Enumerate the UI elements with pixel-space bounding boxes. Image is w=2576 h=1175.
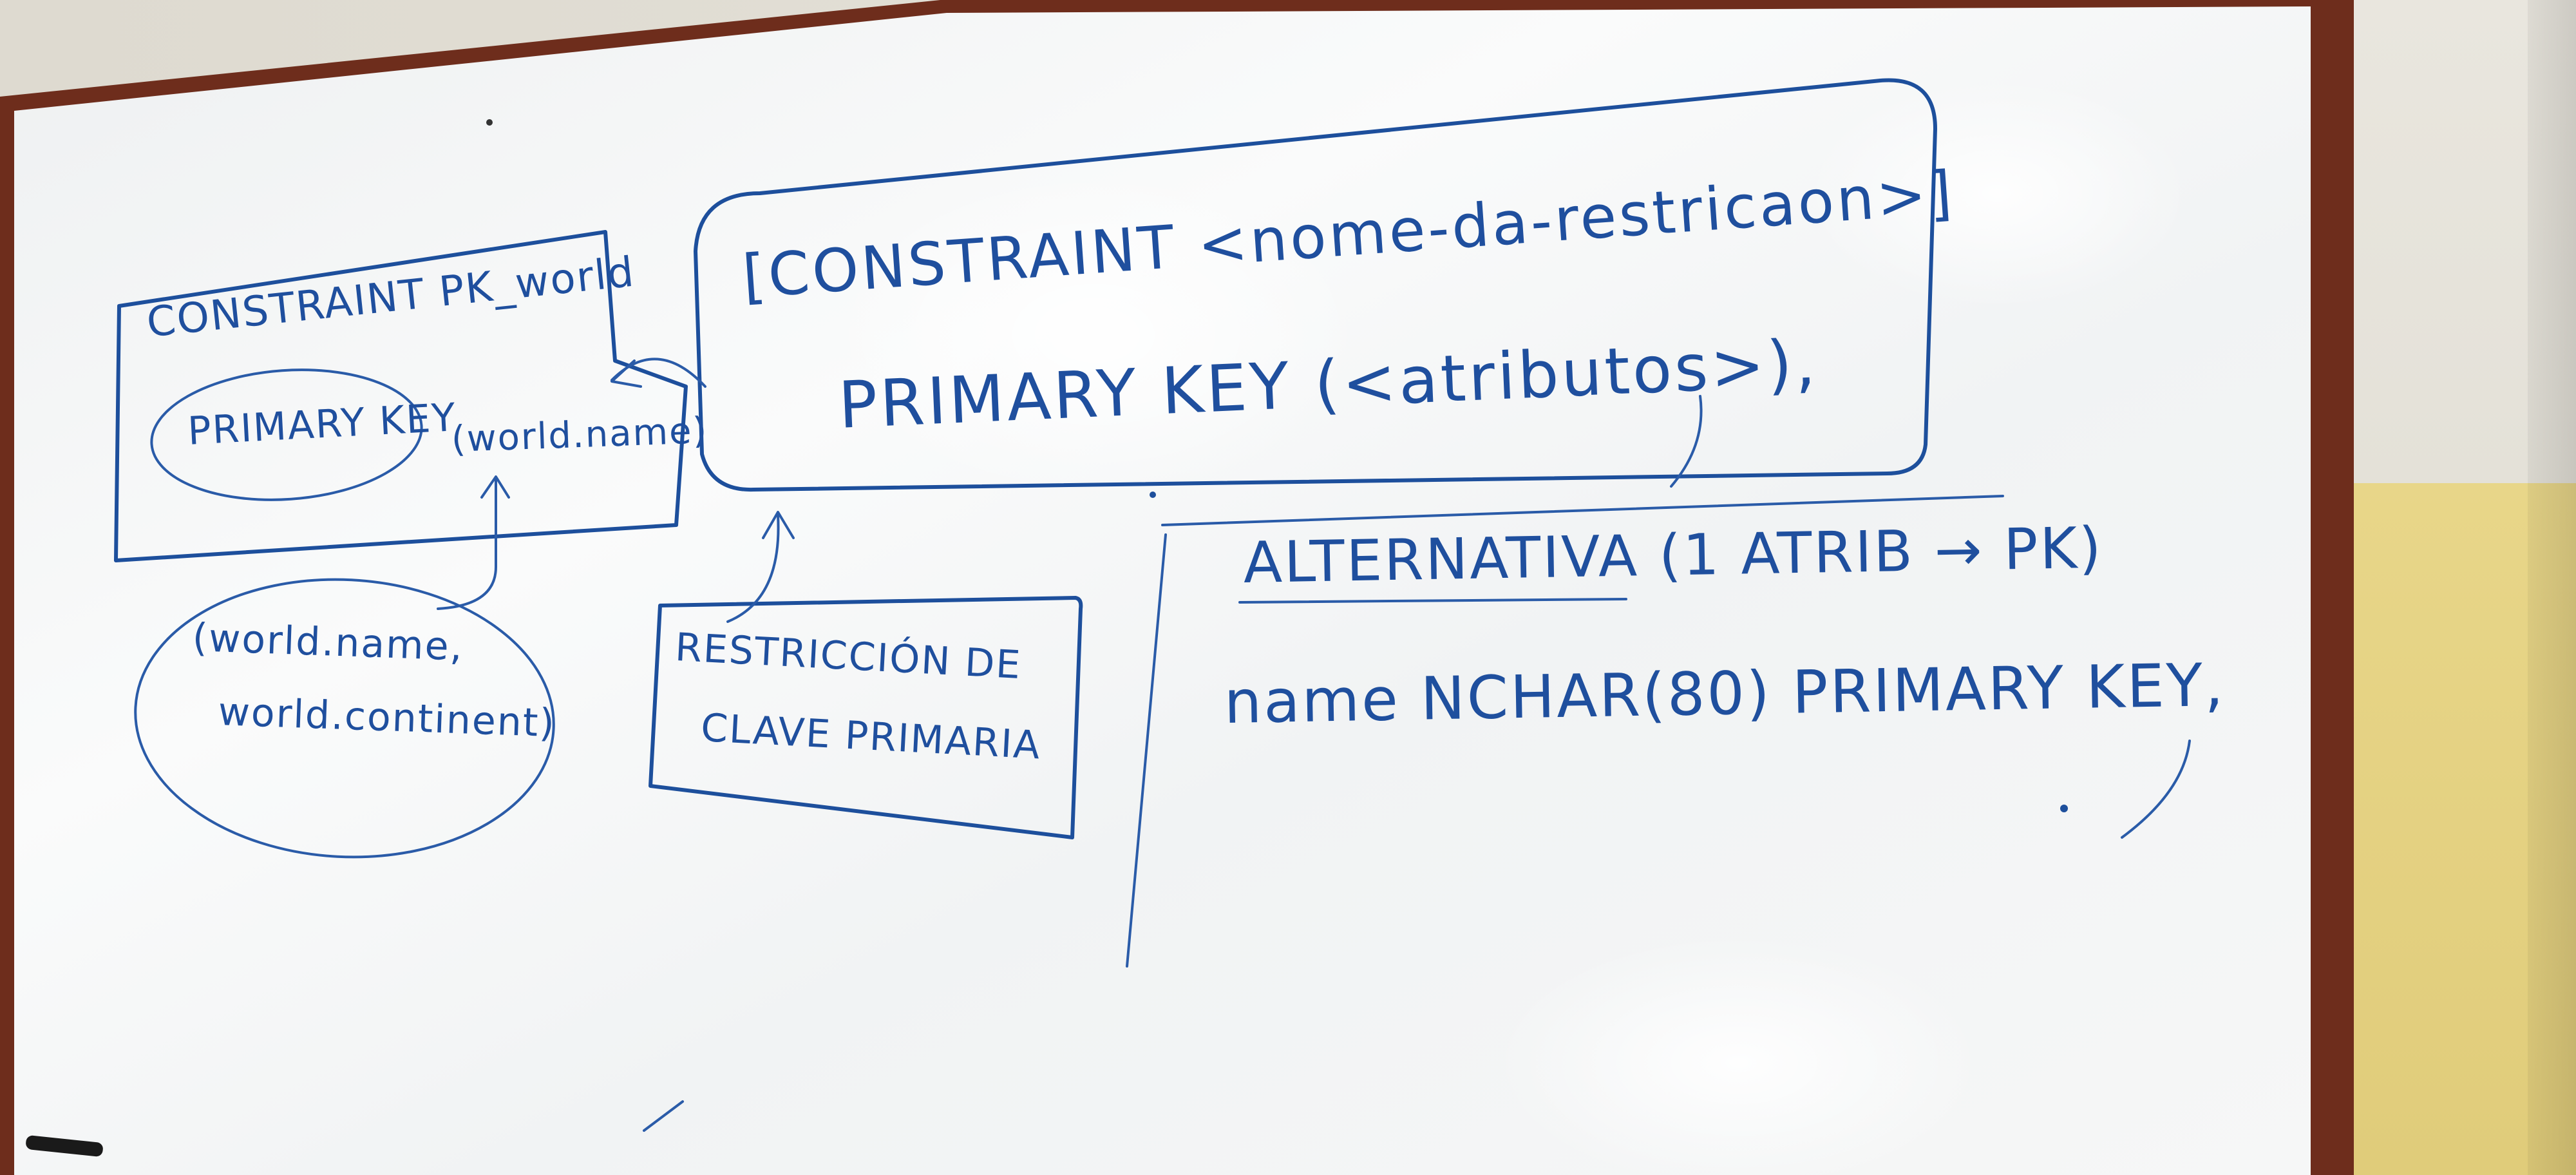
dot-mark [2060,805,2068,812]
arrow-to-world-name [437,479,497,610]
oval-line2-text: world.continent) [217,689,556,747]
dot-mark [486,119,493,126]
comma-stroke [2121,740,2191,839]
wall-upper [2344,0,2576,483]
alternativa-heading-text: ALTERNATIVA (1 ATRIB → PK) [1242,514,2104,596]
wall-edge [2528,0,2576,1175]
right-box-outline [694,78,1937,492]
middle-box-outline [649,596,1083,839]
glare-spot [1494,934,1984,1175]
continent-oval [134,578,555,859]
divider-horizontal [1161,495,2004,526]
dot-mark [1150,492,1156,498]
arrow-head-right-to-left [611,359,642,388]
arrow-head-world-name [480,475,510,499]
glare-spot [824,167,1365,502]
left-box-world-name-text: (world.name) [450,410,709,461]
divider-vertical [1126,533,1167,968]
oval-line1-text: (world.name, [191,615,464,670]
arrow-head-middle [762,511,795,539]
glare-spot [1803,77,2190,309]
comma-stroke [1670,395,1703,488]
alternativa-underline [1238,598,1627,604]
board-surface [14,6,2311,1175]
pen-mark [643,1100,684,1132]
left-box-outline [114,230,688,562]
arrow-up-middle [726,514,780,623]
marker-icon [26,1135,103,1157]
alternativa-code-text: name NCHAR(80) PRIMARY KEY, [1223,650,2226,737]
primary-key-circle [150,368,423,501]
wall-lower [2344,483,2576,1175]
